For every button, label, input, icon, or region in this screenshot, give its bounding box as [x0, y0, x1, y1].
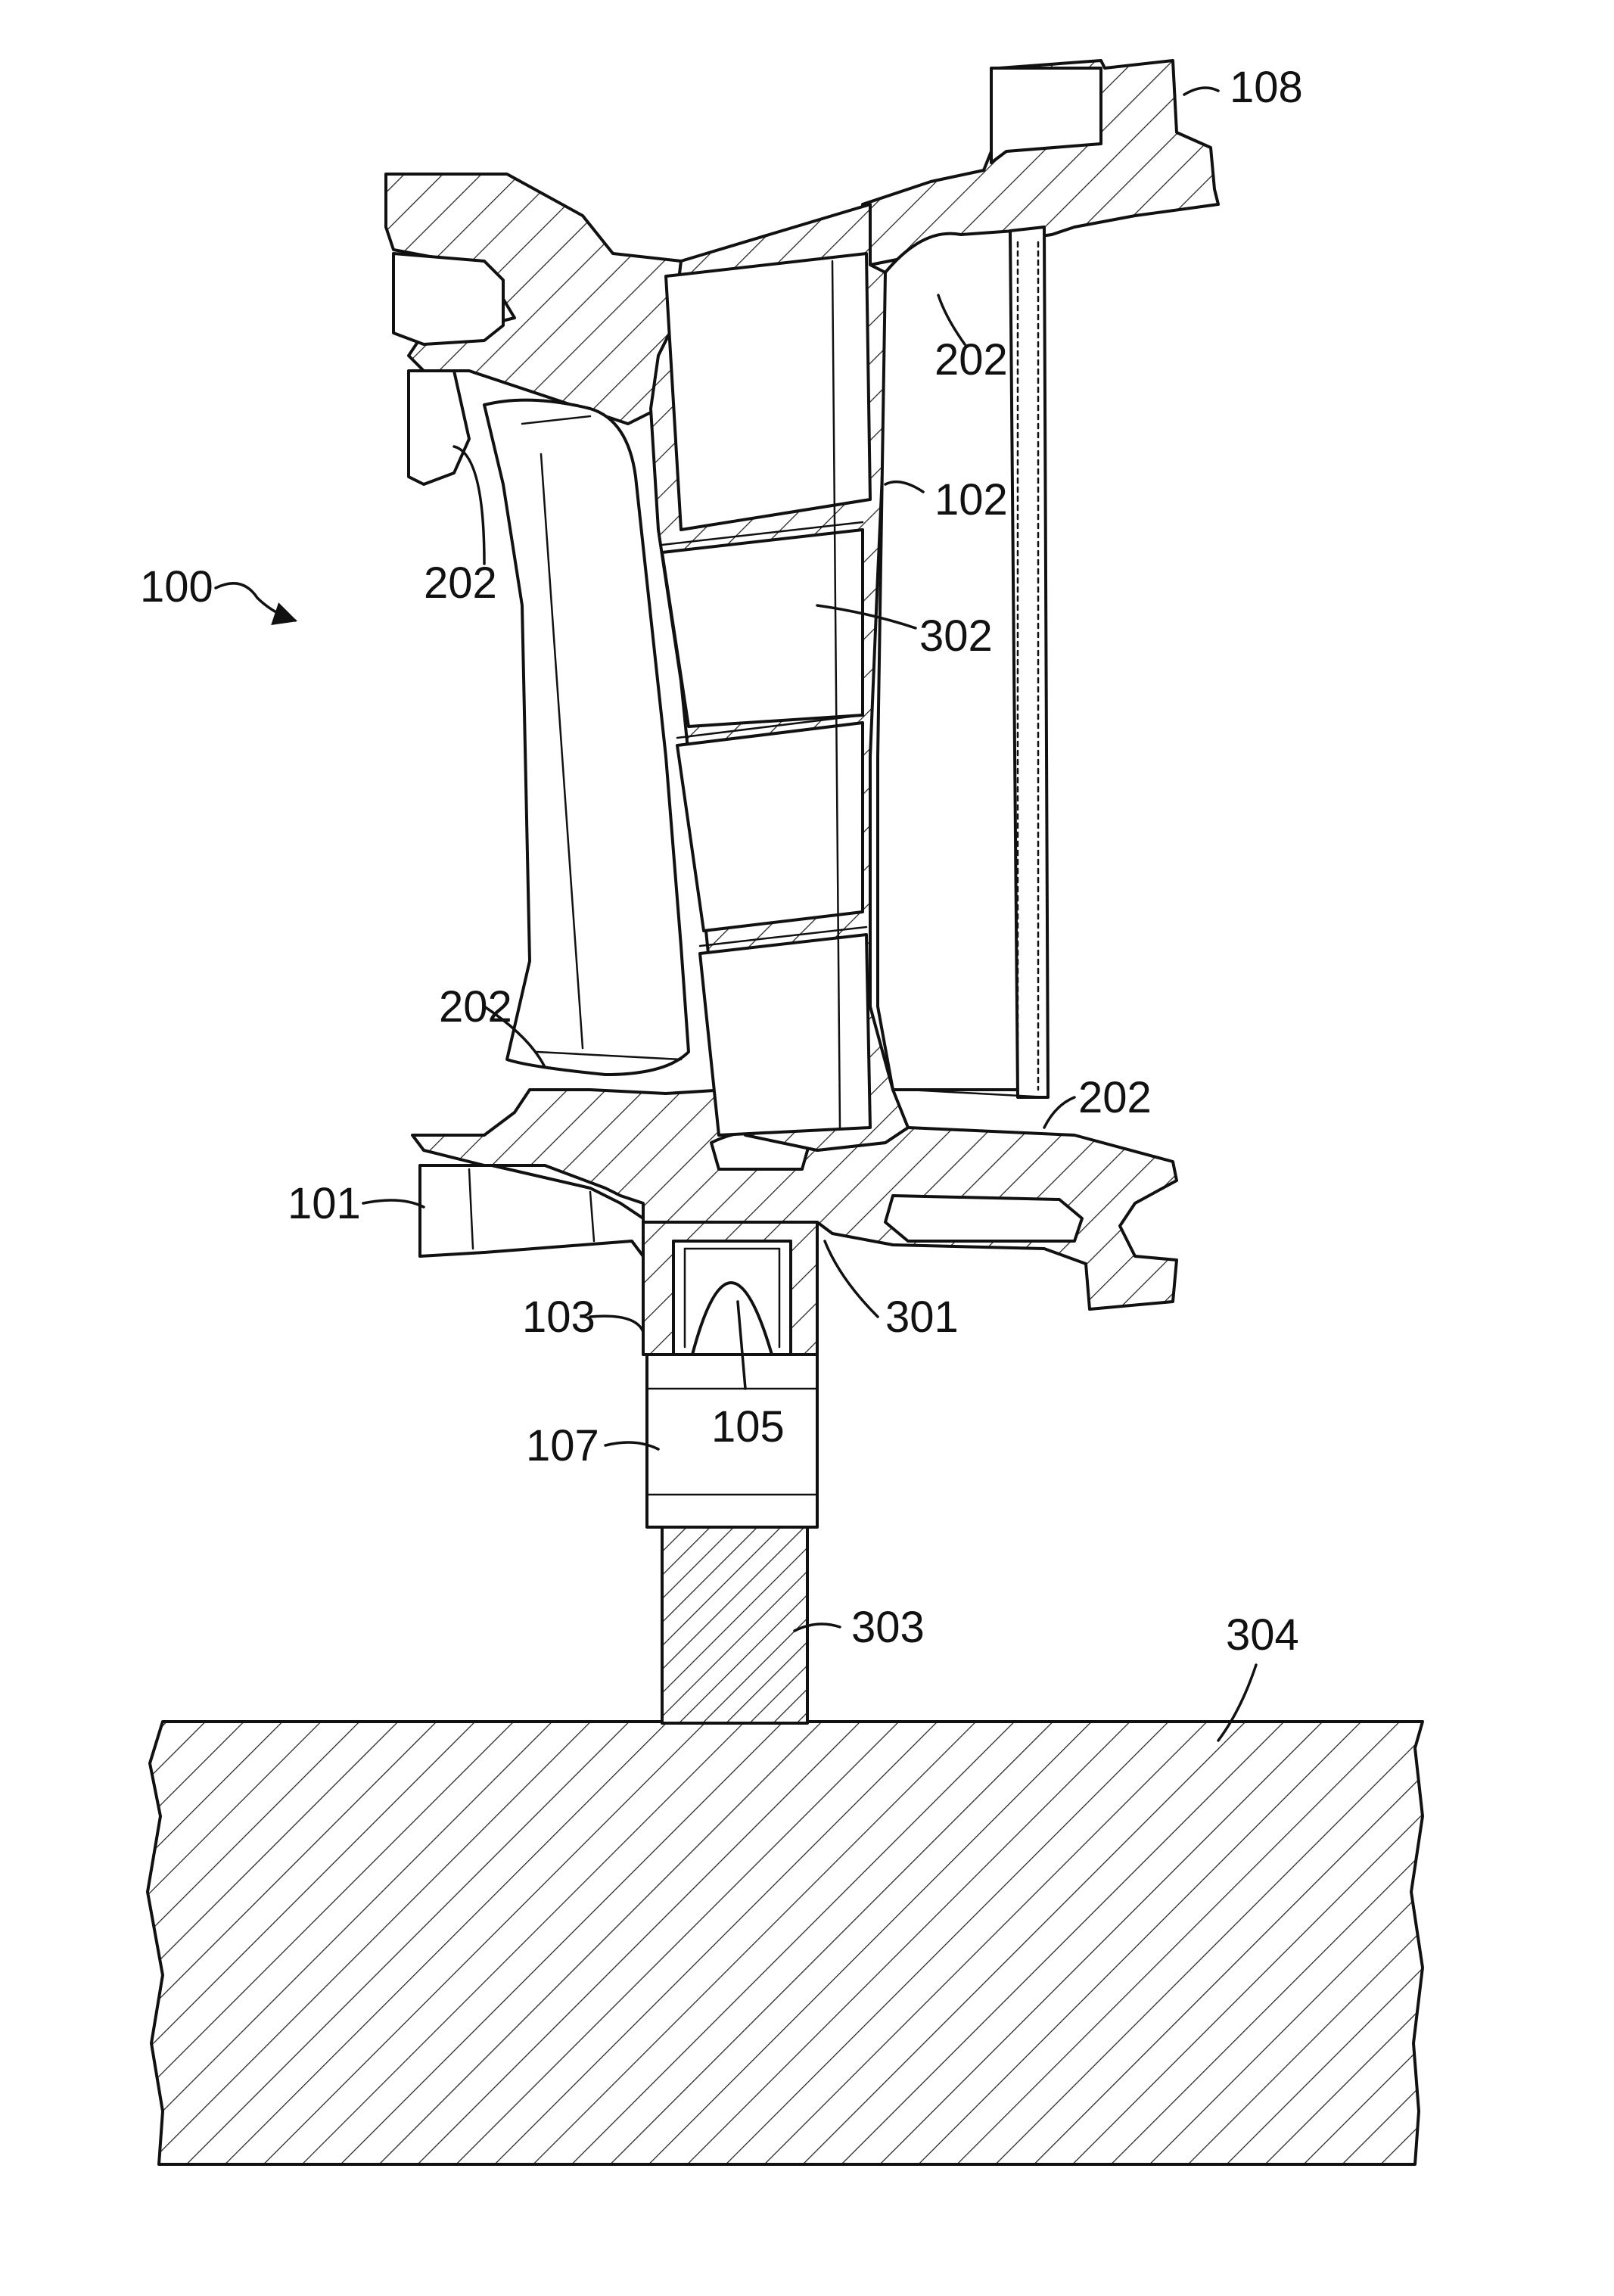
- leader-202-lower-right: [1044, 1097, 1074, 1128]
- leader-101: [363, 1200, 424, 1207]
- leader-100-arrow: [216, 583, 295, 621]
- leader-108: [1184, 88, 1218, 95]
- base-plate-304: [148, 1722, 1423, 2164]
- label-103: 103: [522, 1293, 596, 1342]
- label-108: 108: [1230, 63, 1303, 112]
- leader-103: [590, 1316, 643, 1332]
- label-202-top-right: 202: [935, 335, 1008, 384]
- label-202-lower-right: 202: [1078, 1073, 1152, 1122]
- label-105: 105: [711, 1402, 785, 1451]
- support-column-303: [662, 1525, 807, 1723]
- label-102: 102: [935, 475, 1008, 524]
- label-302: 302: [919, 611, 993, 661]
- label-303: 303: [851, 1603, 925, 1652]
- label-202-lower-left: 202: [439, 982, 512, 1031]
- label-304: 304: [1226, 1610, 1299, 1660]
- label-202-upper-left: 202: [424, 558, 497, 608]
- label-101: 101: [288, 1179, 361, 1228]
- label-107: 107: [526, 1421, 599, 1470]
- label-100: 100: [140, 562, 213, 611]
- leader-301: [825, 1241, 878, 1317]
- socket-103: [643, 1222, 817, 1355]
- label-301: 301: [885, 1293, 959, 1342]
